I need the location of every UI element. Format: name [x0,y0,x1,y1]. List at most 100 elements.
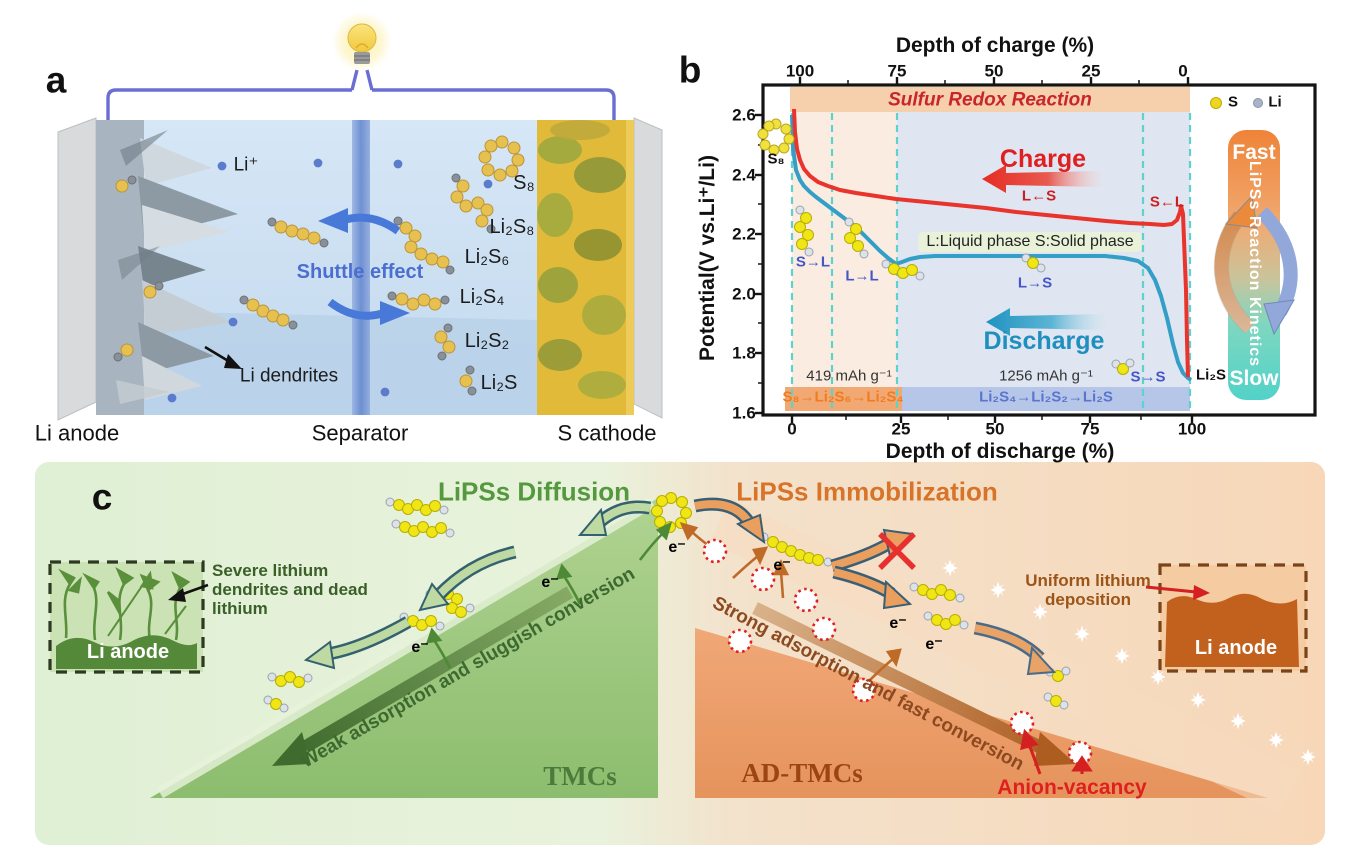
banner-band [790,87,1190,112]
kinetics-axis-label: LiPSs Reaction Kinetics [1245,160,1263,368]
legend-s-label: S [1227,93,1239,111]
orange-beam [709,498,1301,814]
discharge-arrow [986,308,1106,336]
s-from-l-label: S←L [1149,193,1185,211]
diffusion-title: LiPSs Diffusion [437,476,631,507]
y-tick-26: 2.6 [732,105,756,125]
shuttle-arrows [318,208,410,325]
s-to-s-label: S→S [1130,368,1166,386]
top-tick-50: 50 [984,61,1004,81]
panel-c-art [48,492,1316,814]
top-tick-100: 100 [785,61,815,81]
species-li2s4: Li₂S₄ [459,285,505,308]
reaction-band-2-label: Li₂S₄→Li₂S₂→Li₂S [979,388,1113,406]
ad-tmcs-label: AD-TMCs [741,757,863,788]
weak-conversion-arrow [272,586,574,766]
uniform-deposition-caption: Uniform lithium deposition [1025,570,1151,609]
blocked-x-icon [878,532,916,570]
s8-ring-b [757,118,795,156]
kinetics-slow-label: Slow [1229,367,1279,391]
dendrite-arrow [204,345,242,369]
bottom-tick-100: 100 [1177,419,1207,439]
y-tick-18: 1.8 [732,343,756,363]
dendrites-drawing [58,566,191,641]
s-cathode-layer [537,120,634,415]
kinetics-fast-label: Fast [1232,141,1276,165]
reaction-band-1-label: S₈→Li₂S₆→Li₂S₄ [782,388,904,406]
legend-li-label: Li [1268,93,1282,111]
discharge-curve [790,114,1193,382]
species-li2s8: Li₂S₈ [489,215,535,238]
li-ion-dots [167,158,493,403]
charge-curve [792,108,1190,378]
li2s-curve-label: Li₂S [1196,366,1226,384]
legend-li-dot [1253,98,1263,108]
y-axis-title: Potential(V vs.Li⁺/Li) [696,155,720,361]
panel-b-label: b [678,49,702,91]
anion-arrows [1020,728,1093,775]
panel-a-label: a [45,59,67,101]
species-li2s: Li₂S [480,371,518,394]
electron-label: e⁻ [668,539,686,557]
cell-case-left [57,117,97,421]
electrolyte-floor [96,310,537,415]
right-inset [1158,563,1308,673]
lightbulb-icon [332,12,392,72]
electron-label: e⁻ [925,636,943,654]
li-anode-mound-right [1165,593,1299,667]
kinetics-bar [1228,130,1280,400]
top-tick-25: 25 [1081,61,1101,81]
s-cathode-label: S cathode [557,420,657,446]
kinetics-down-arrow [1256,207,1298,336]
electron-label: e⁻ [411,639,429,657]
left-inset-arrow [168,583,209,602]
li-ion-label: Li⁺ [233,154,259,176]
electron-label: e⁻ [889,615,907,633]
left-inset [48,560,205,674]
phase-note: L:Liquid phase S:Solid phase [918,232,1142,252]
anion-vacancy-label: Anion-vacancy [997,776,1147,800]
electron-label: e⁻ [541,574,559,592]
panel-a-art [57,12,663,421]
l-to-s-label: L→S [1017,274,1053,292]
li-anode-mound-left [56,635,197,669]
bottom-axis-title: Depth of discharge (%) [885,440,1115,464]
species-li2s2: Li₂S₂ [464,329,510,352]
li-dendrites-label: Li dendrites [239,365,339,387]
severe-dendrites-caption: Severe lithium dendrites and dead lithiu… [212,561,368,619]
green-outline-arrows [303,500,652,670]
plot-frame [761,83,1317,417]
species-li2s6: Li₂S₆ [464,245,510,268]
capacity-419: 419 mAh g⁻¹ [806,367,892,385]
top-tick-0: 0 [1178,61,1188,81]
electron-label: e⁻ [773,557,791,575]
sulfur-redox-banner: Sulfur Redox Reaction [888,89,1092,111]
legend-s-dot [1210,97,1222,109]
top-tick-75: 75 [887,61,907,81]
green-beam [156,496,656,799]
li-anode-label: Li anode [34,420,120,446]
separator-layer [352,120,370,415]
strong-conversion-arrow [752,602,1076,766]
dashed-guides [790,113,1192,410]
y-tick-24: 2.4 [732,165,756,185]
li-anode-left-label: Li anode [86,640,170,663]
li-anode-right-label: Li anode [1194,636,1278,659]
discharge-label: Discharge [983,327,1105,355]
bottom-tick-75: 75 [1080,419,1100,439]
cell-case-right [633,117,663,419]
y-tick-16: 1.6 [732,403,756,423]
y-tick-20: 2.0 [732,284,756,304]
tmcs-label: TMCs [543,760,617,791]
bottom-tick-0: 0 [787,419,797,439]
charge-arrow [982,165,1102,193]
s8-curve-label: S₈ [767,150,785,168]
capacity-1256: 1256 mAh g⁻¹ [999,367,1093,385]
li-anode-layer [96,120,238,415]
charge-phase-label: L←S [1021,187,1057,205]
bottom-tick-25: 25 [891,419,911,439]
reaction-band-1 [785,387,902,411]
major-ticks [755,77,1194,423]
